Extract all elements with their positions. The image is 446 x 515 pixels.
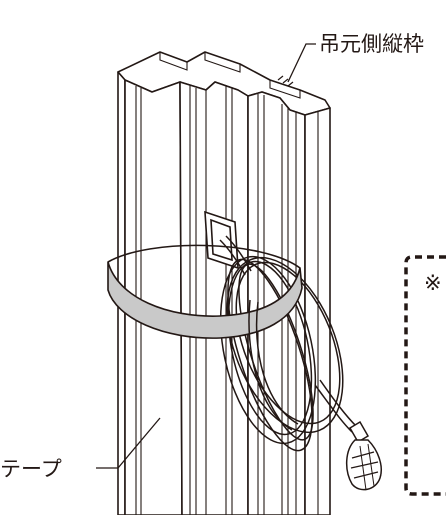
- frame-center-channel: [179, 81, 249, 515]
- tape-band: [107, 244, 303, 339]
- tape-front: [107, 261, 303, 339]
- tape-label: テープ: [0, 457, 62, 481]
- frame-leader-line: [287, 43, 316, 83]
- tape-leader-line: [96, 417, 161, 469]
- note-mark: ※: [424, 271, 442, 295]
- leader-lines: [96, 43, 316, 469]
- coiled-cable: [219, 235, 358, 452]
- tape-back: [107, 244, 301, 269]
- coil-front: [248, 299, 299, 431]
- frame-serrations: [277, 75, 294, 87]
- frame-label: 吊元側縦枠: [319, 32, 424, 56]
- cable-slot: [204, 210, 239, 270]
- cable-plug: [346, 420, 382, 491]
- note-box-border: [404, 255, 446, 496]
